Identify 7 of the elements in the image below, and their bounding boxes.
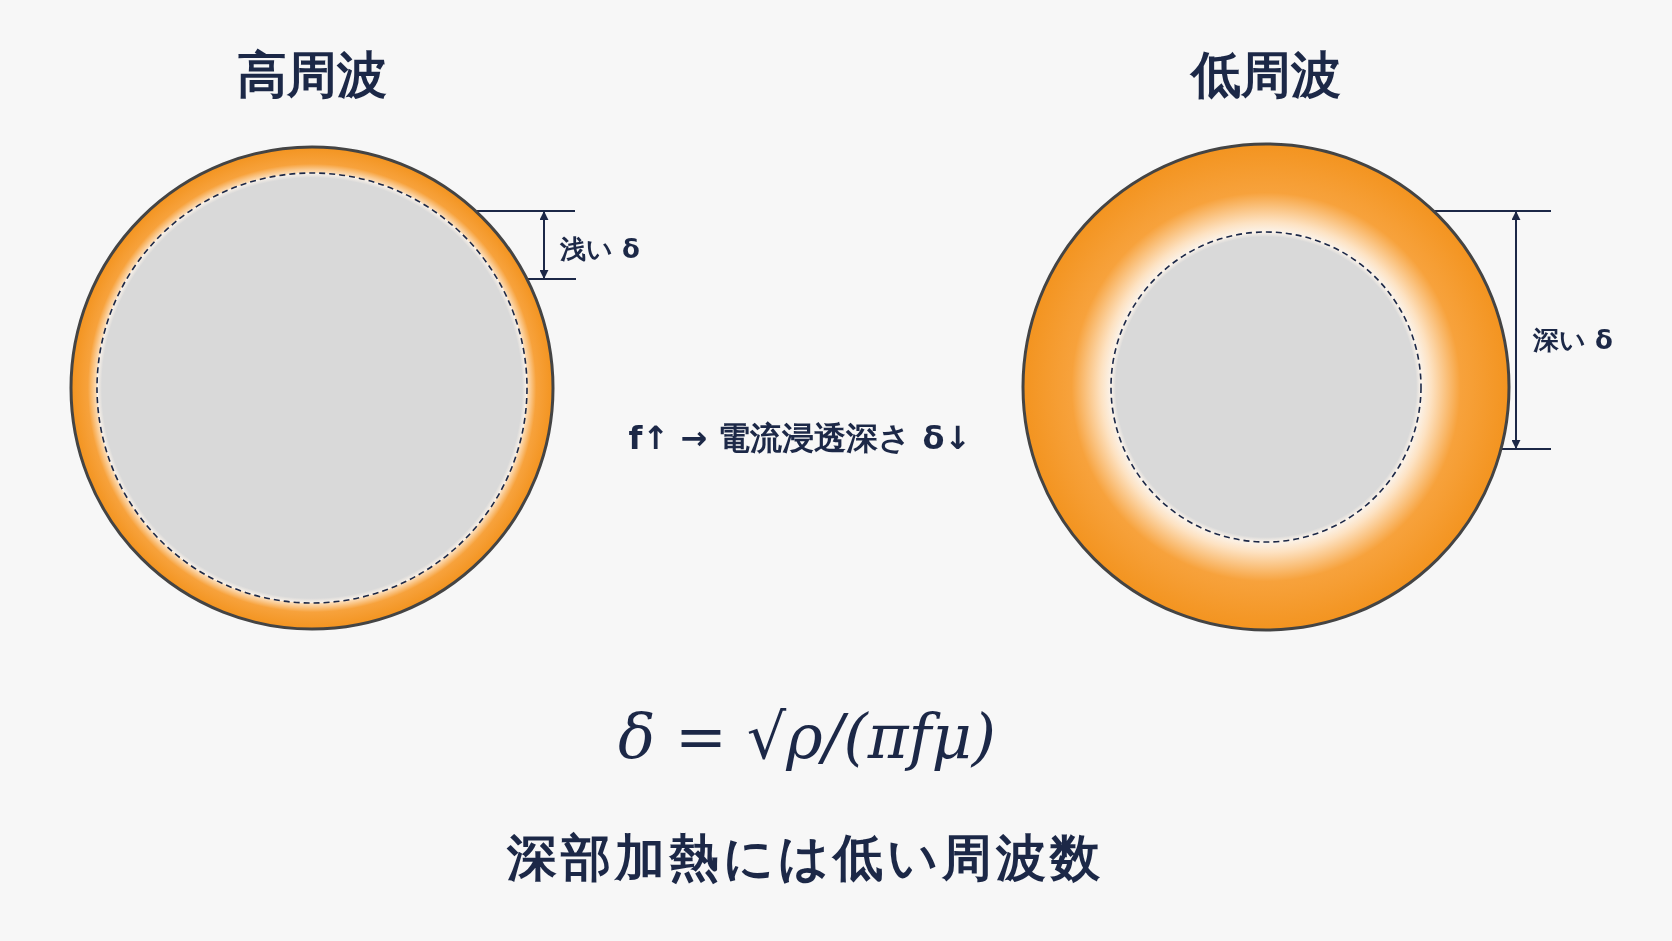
relation-text: f↑ → 電流浸透深さ δ↓ [628, 418, 972, 459]
formula: δ = √ρ/(πfμ) [618, 699, 996, 773]
caption: 深部加熱には低い周波数 [506, 827, 1104, 889]
heading: 低周波 [1189, 45, 1342, 106]
dimension-label: 浅い δ [560, 232, 640, 266]
dimension-label: 深い δ [1533, 323, 1613, 357]
heading: 高周波 [236, 45, 388, 106]
